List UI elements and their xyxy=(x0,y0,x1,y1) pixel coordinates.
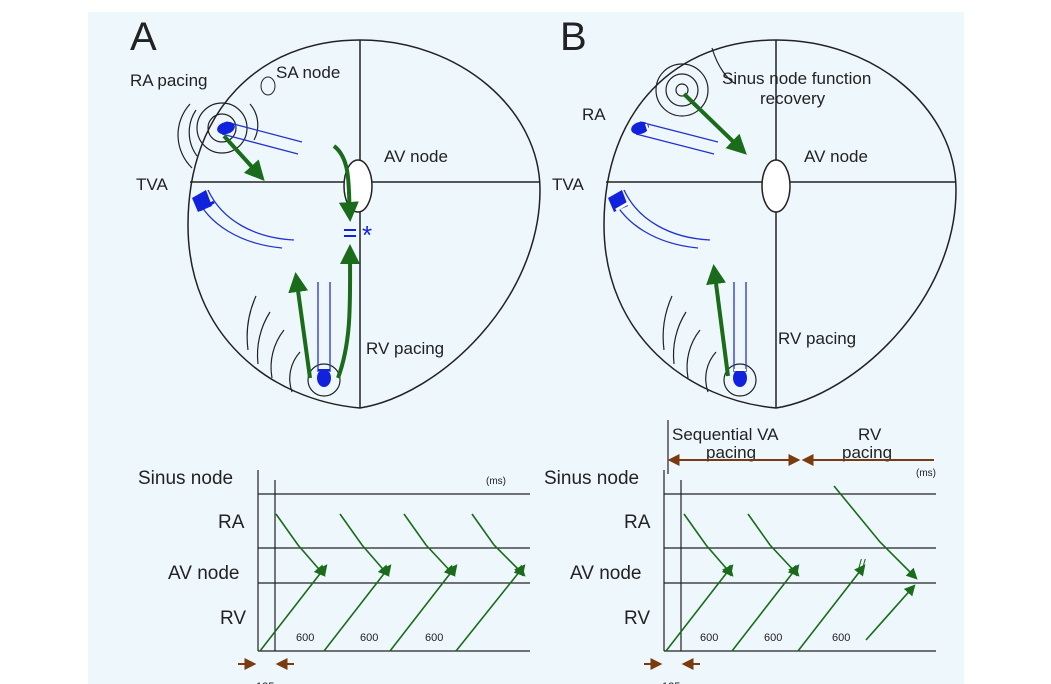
row-rv-b: RV xyxy=(624,608,650,629)
row-av-node-a: AV node xyxy=(168,563,239,584)
timing-diagram-b: Sinus node RA AV node RV (ms) Sequential… xyxy=(544,420,936,684)
row-ra-b: RA xyxy=(624,512,651,533)
label-sinus-recovery-2: recovery xyxy=(760,89,826,108)
label-av-node-a: AV node xyxy=(384,147,448,166)
row-sinus-node-b: Sinus node xyxy=(544,468,639,489)
label-ra-pacing: RA pacing xyxy=(130,71,208,90)
unit-ms-b: (ms) xyxy=(916,468,936,479)
block-mark-b: // xyxy=(858,556,866,572)
unit-ms-a: (ms) xyxy=(486,476,506,487)
phase-rv-label-1: RV xyxy=(858,425,882,444)
panel-a-letter: A xyxy=(130,15,157,59)
rv-up-arrow-a xyxy=(336,244,361,379)
av-node-b xyxy=(761,159,791,213)
ra-lead-a xyxy=(217,121,303,155)
interval-a-3: 600 xyxy=(425,632,443,644)
interval-a-1: 600 xyxy=(296,632,314,644)
ra-to-av-arrow-a xyxy=(222,134,265,181)
interval-a-2: 600 xyxy=(360,632,378,644)
row-ra-a: RA xyxy=(218,512,245,533)
av-down-arrow-a xyxy=(332,144,359,222)
panel-b-heart: B xyxy=(552,15,957,409)
offset-b: 125 xyxy=(662,681,680,684)
row-av-node-b: AV node xyxy=(570,563,641,584)
offset-a: 125 xyxy=(256,681,274,684)
tva-lead-a xyxy=(192,189,295,249)
sinus-node-rings-b xyxy=(655,63,709,117)
panel-b-letter: B xyxy=(560,15,587,59)
panel-a-heart: A xyxy=(130,15,541,409)
interval-b-1: 600 xyxy=(700,632,718,644)
label-ra-b: RA xyxy=(582,105,606,124)
label-sa-node: SA node xyxy=(276,63,340,82)
label-av-node-b: AV node xyxy=(804,147,868,166)
conduction-paths-b xyxy=(665,485,918,652)
rv-lead-a xyxy=(317,282,331,387)
phase-rv-label-2: pacing xyxy=(842,443,892,462)
sinus-to-av-arrow-b xyxy=(682,92,747,155)
conduction-paths-a xyxy=(259,513,526,652)
phase-seq-label-2: pacing xyxy=(706,443,756,462)
interval-b-3: 600 xyxy=(832,632,850,644)
ra-pacing-rings xyxy=(177,102,259,169)
sa-node-a xyxy=(260,76,276,96)
phase-seq-label-1: Sequential VA xyxy=(672,425,779,444)
interval-b-2: 600 xyxy=(764,632,782,644)
rv-septal-arrow-b xyxy=(706,264,730,377)
rv-pacing-arcs-b xyxy=(662,295,757,397)
label-sinus-recovery-1: Sinus node function xyxy=(722,69,871,88)
label-rv-pacing-a: RV pacing xyxy=(366,339,444,358)
timing-diagram-a: Sinus node RA AV node RV (ms) 600 600 60… xyxy=(138,468,530,684)
tva-lead-b xyxy=(608,189,711,249)
ra-lead-b xyxy=(631,121,719,155)
label-tva-a: TVA xyxy=(136,175,168,194)
asterisk-a: * xyxy=(362,220,372,250)
rv-lead-b xyxy=(733,282,747,387)
row-rv-a: RV xyxy=(220,608,246,629)
rv-septal-arrow-a xyxy=(288,272,312,379)
rv-pacing-arcs-a xyxy=(246,295,341,397)
row-sinus-node-a: Sinus node xyxy=(138,468,233,489)
label-rv-pacing-b: RV pacing xyxy=(778,329,856,348)
label-tva-b: TVA xyxy=(552,175,584,194)
